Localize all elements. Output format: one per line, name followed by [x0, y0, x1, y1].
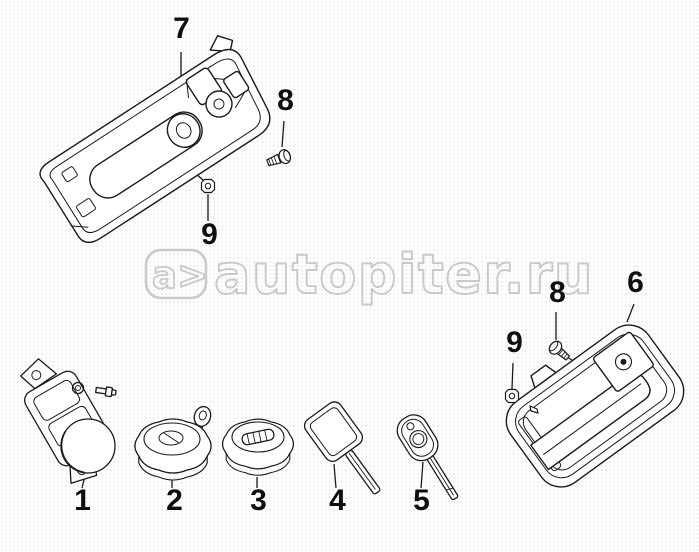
callout-8-tailgate[interactable]: 8 [549, 276, 566, 309]
callout-5[interactable]: 5 [413, 484, 430, 517]
watermark-logo-frame [144, 248, 208, 300]
tailgate-nut-drawing [504, 388, 539, 414]
watermark-text: autopiter.ru [214, 243, 594, 306]
callout-2[interactable]: 2 [166, 484, 183, 517]
key-blank-drawing [303, 401, 381, 495]
lock-cylinder-drawing [20, 358, 117, 484]
callout-4[interactable]: 4 [329, 484, 346, 517]
callout-3[interactable]: 3 [250, 484, 267, 517]
watermark-logo-icon: a> [152, 254, 208, 297]
callout-8-front[interactable]: 8 [277, 84, 294, 117]
callout-1[interactable]: 1 [74, 484, 91, 517]
fuel-cap-drawing [221, 418, 295, 476]
watermark: a> autopiter.ru [144, 242, 594, 307]
front-handle-screw-drawing [266, 149, 292, 167]
tailgate-screw-drawing [548, 340, 571, 361]
callout-6[interactable]: 6 [627, 266, 644, 299]
callout-9-front[interactable]: 9 [201, 218, 218, 251]
callout-9-tailgate[interactable]: 9 [506, 326, 523, 359]
callout-7[interactable]: 7 [173, 12, 190, 45]
front-handle-nut-drawing [200, 178, 216, 194]
fuel-cap-with-key-drawing [134, 405, 212, 481]
tailgate-handle-drawing [505, 324, 685, 488]
front-door-handle-drawing [39, 35, 271, 244]
key-drawing [396, 414, 459, 501]
